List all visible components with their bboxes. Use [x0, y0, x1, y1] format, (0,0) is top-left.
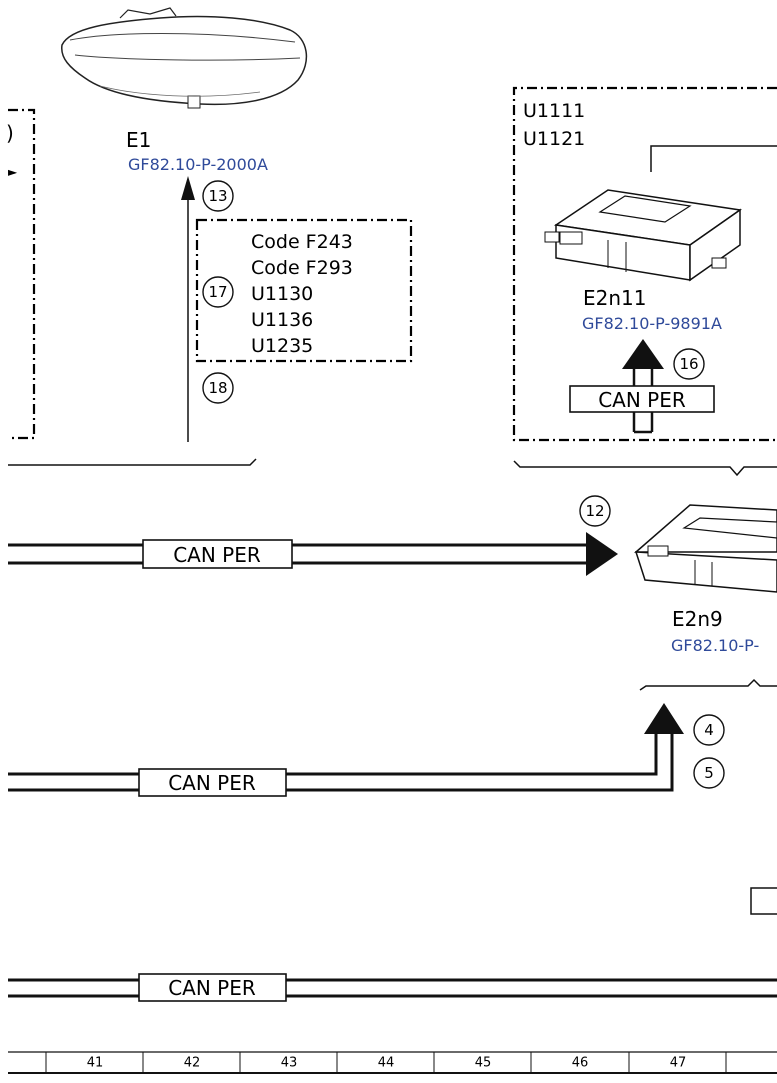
- grid-column-label: 47: [670, 1056, 687, 1071]
- callout-12: 12: [579, 495, 611, 527]
- can-per-label-box-3: [138, 973, 287, 1002]
- can-bus-line-3: [8, 978, 777, 998]
- svg-text:4: 4: [704, 721, 714, 739]
- svg-text:17: 17: [208, 283, 227, 301]
- can-per-label-box-1: [142, 539, 293, 569]
- left-fragment-arrow: ►: [8, 165, 18, 179]
- svg-text:5: 5: [704, 764, 714, 782]
- grid-column-label: 45: [475, 1056, 492, 1071]
- e2n11-label: E2n11: [583, 286, 647, 310]
- code-item: U1130: [251, 283, 313, 305]
- svg-text:13: 13: [208, 187, 227, 205]
- group-code-2: U1121: [523, 128, 585, 150]
- e2n11-control-unit-icon: [544, 189, 742, 282]
- grid-column-label: 41: [87, 1056, 104, 1071]
- u1111-bracket: [513, 460, 777, 477]
- code-item: U1136: [251, 309, 313, 331]
- can-per-label-1: CAN PER: [173, 543, 261, 567]
- e2n11-connection-line: [650, 145, 777, 172]
- e1-ref-link[interactable]: GF82.10-P-2000A: [128, 155, 268, 174]
- callout-5: 5: [693, 757, 725, 789]
- group-code-1: U1111: [523, 100, 585, 122]
- code-group-box: [195, 218, 413, 363]
- left-bracket: [8, 458, 257, 466]
- can-per-label-box-e2n11: [569, 385, 715, 413]
- callout-17: 17: [202, 276, 234, 308]
- code-item: Code F293: [251, 257, 353, 279]
- e2n9-bracket: [639, 678, 777, 691]
- callout-4: 4: [693, 714, 725, 746]
- can-per-label-3: CAN PER: [168, 976, 256, 1000]
- code-item: U1235: [251, 335, 313, 357]
- headlamp-e1-icon: [61, 7, 308, 109]
- e2n9-label: E2n9: [672, 607, 723, 631]
- can-bus-line-1: [8, 532, 618, 576]
- e2n11-ref-link[interactable]: GF82.10-P-9891A: [582, 314, 722, 333]
- u1111-group-box: [512, 86, 777, 442]
- grid-column-label: 43: [281, 1056, 298, 1071]
- can-per-label-e2n11: CAN PER: [598, 388, 686, 412]
- e1-label: E1: [126, 128, 151, 152]
- right-edge-box-fragment: [750, 887, 777, 915]
- grid-column-label: 46: [572, 1056, 589, 1071]
- svg-text:16: 16: [679, 355, 698, 373]
- can-per-label-box-2: [138, 768, 287, 797]
- can-per-label-2: CAN PER: [168, 771, 256, 795]
- grid-column-label: 44: [378, 1056, 395, 1071]
- grid-column-ruler: 41 42 43 44 45 46 47: [8, 1051, 777, 1074]
- can-bus-line-2: [8, 703, 684, 792]
- left-fragment-mark: ): [6, 121, 14, 145]
- grid-column-label: 42: [184, 1056, 201, 1071]
- callout-16: 16: [673, 348, 705, 380]
- e2n9-control-unit-icon: [633, 504, 777, 593]
- left-group-box: ) ►: [6, 108, 36, 440]
- callout-18: 18: [202, 372, 234, 404]
- svg-text:12: 12: [585, 502, 604, 520]
- e1-arrowhead: [181, 176, 195, 200]
- svg-text:18: 18: [208, 379, 227, 397]
- e2n9-ref-link[interactable]: GF82.10-P-: [671, 636, 759, 655]
- code-item: Code F243: [251, 231, 353, 253]
- callout-13: 13: [202, 180, 234, 212]
